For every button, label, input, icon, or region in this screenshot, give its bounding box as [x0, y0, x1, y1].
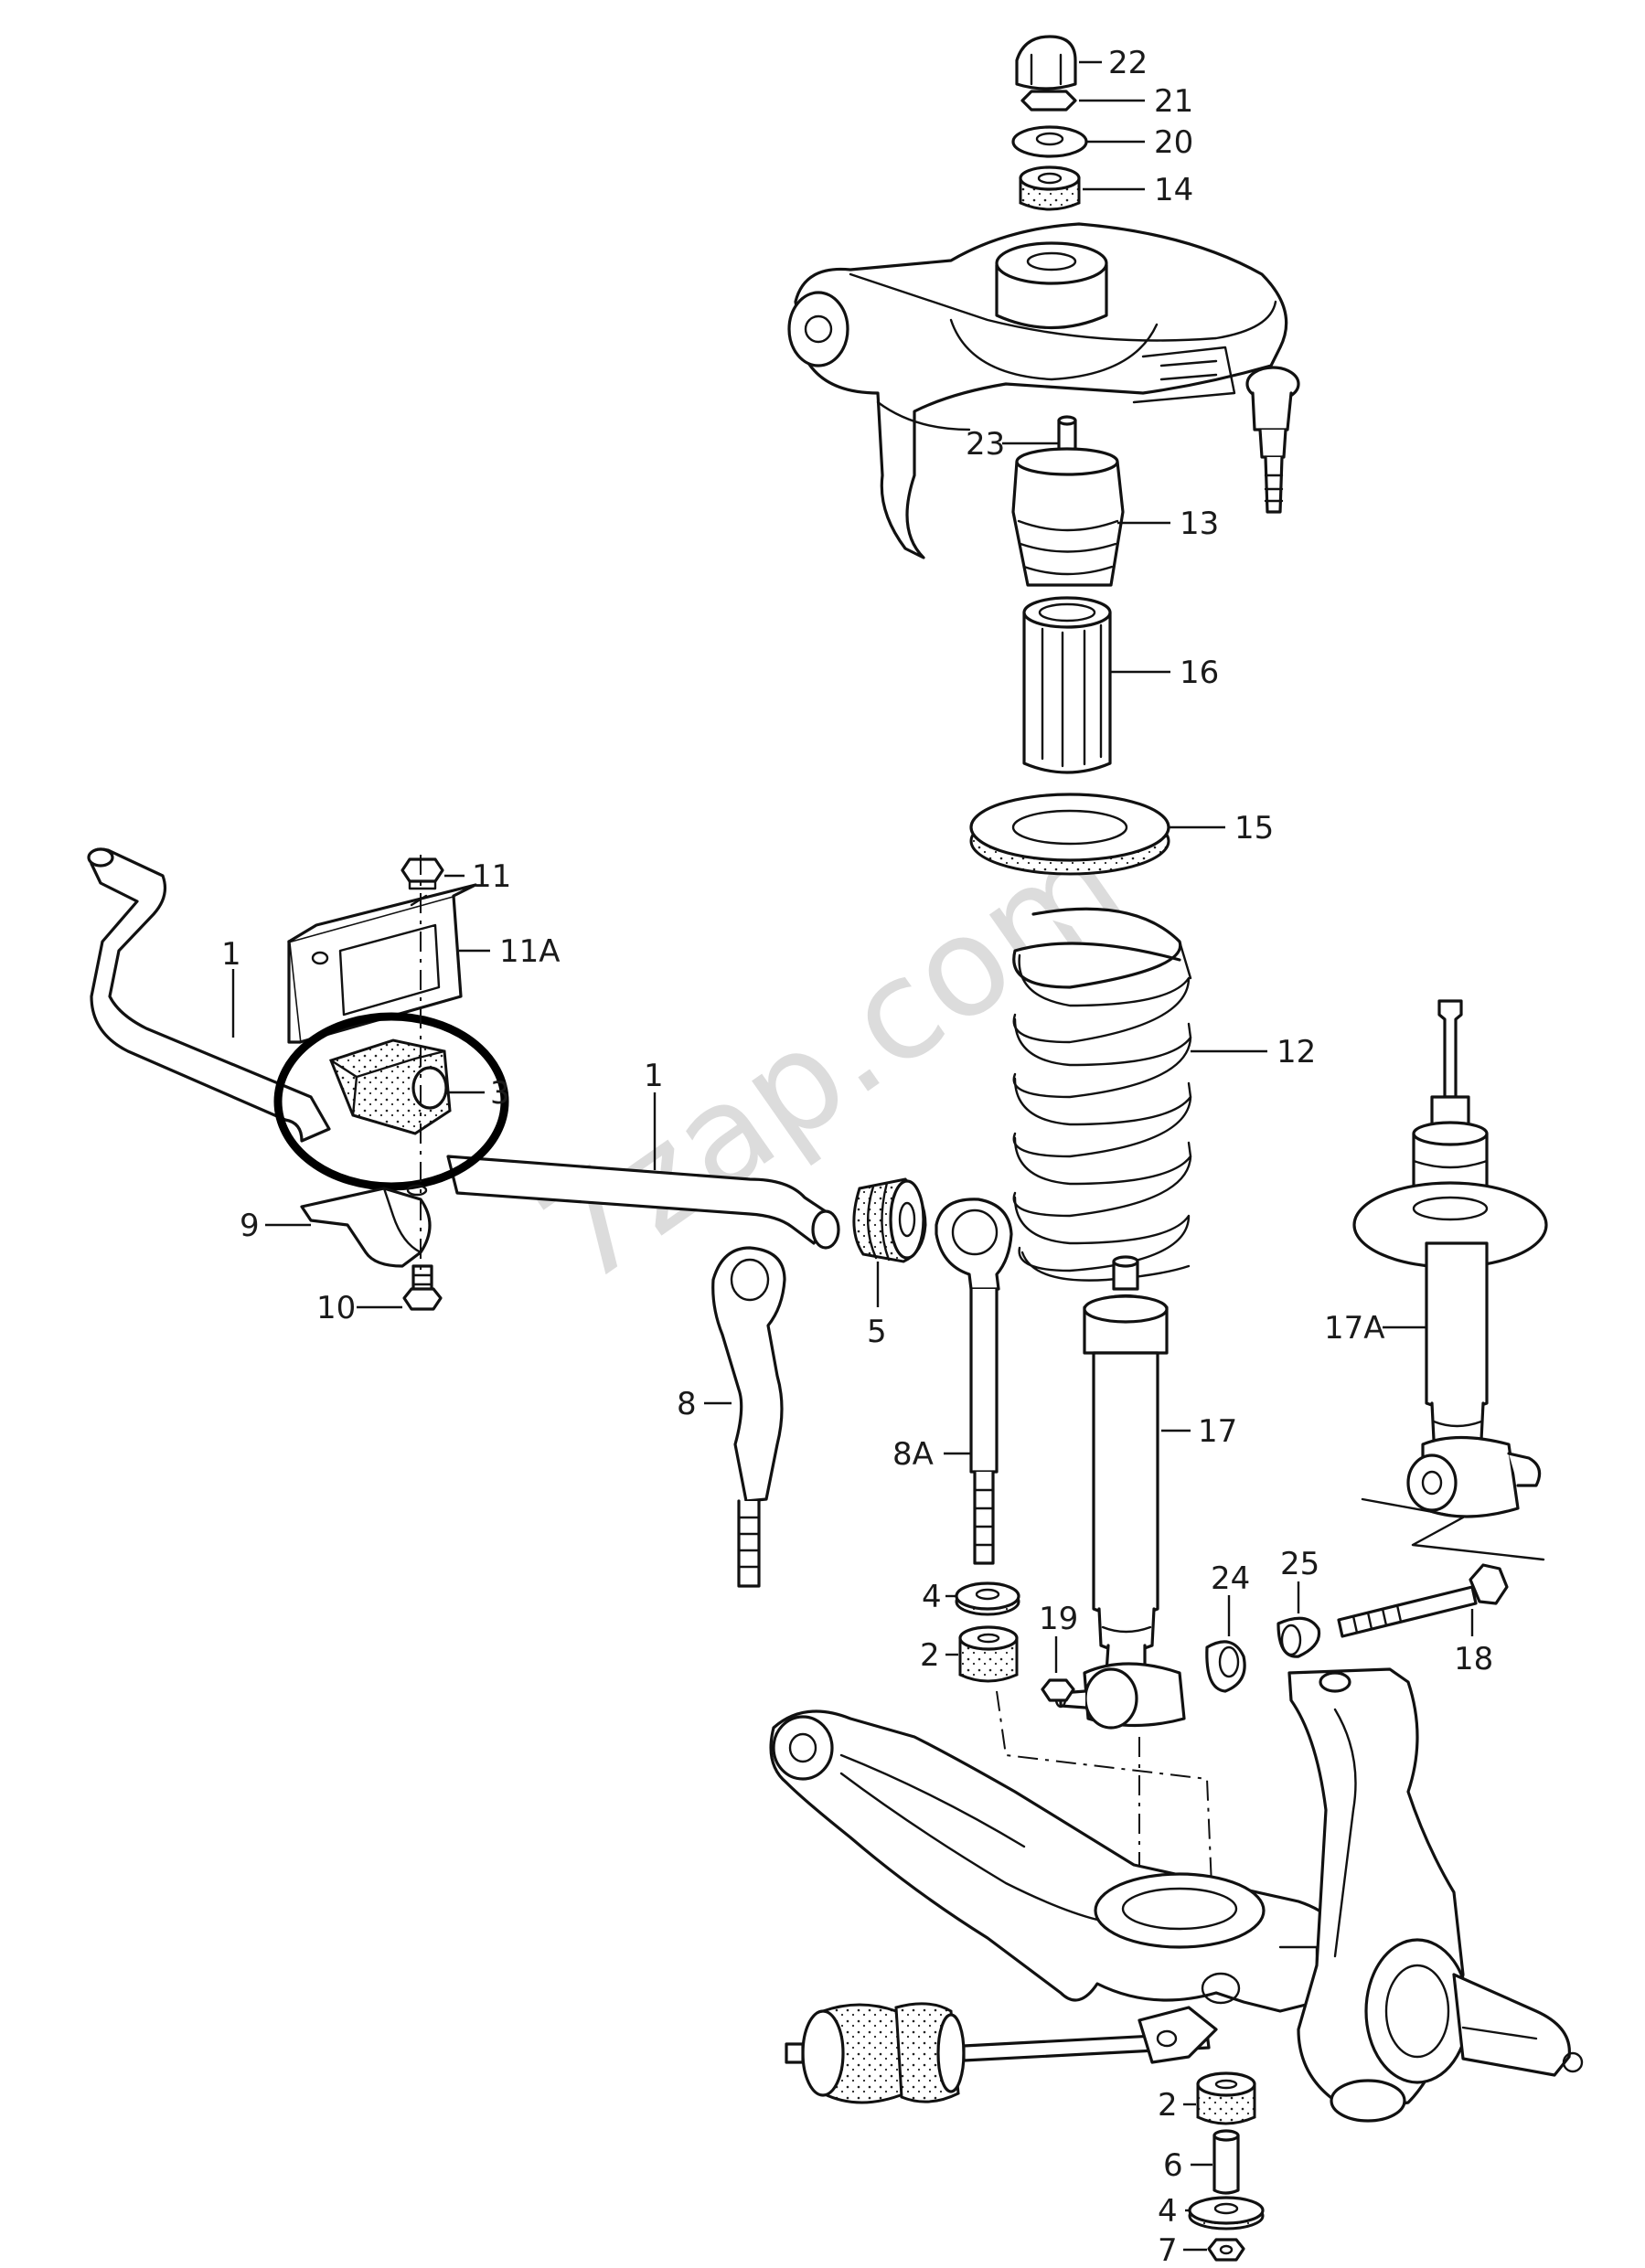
spring-pad-15 [969, 793, 1170, 876]
callout-14: 14 [1154, 172, 1193, 208]
callout-4-upper: 4 [922, 1579, 942, 1615]
highlight-circle [273, 1012, 509, 1191]
lower-control-arm [769, 1709, 1347, 2013]
bushing-5 [852, 1177, 927, 1263]
steering-knuckle [1287, 1667, 1584, 2123]
callout-3: 3 [490, 1075, 510, 1112]
clamp-strap-9 [300, 1184, 432, 1268]
callout-7: 7 [1158, 2232, 1178, 2268]
callout-labels: 22 21 20 14 23 13 16 15 11 11A 1 3 1 12 … [221, 45, 1493, 2268]
callout-17: 17 [1198, 1413, 1237, 1450]
callout-25: 25 [1280, 1546, 1319, 1582]
rubber-bushing-14 [1019, 165, 1081, 211]
callout-1-left: 1 [221, 936, 241, 973]
callout-17a: 17A [1324, 1310, 1385, 1347]
callout-13: 13 [1180, 506, 1219, 542]
bolt-18 [1337, 1563, 1509, 1638]
callout-16: 16 [1180, 655, 1219, 691]
callout-5: 5 [867, 1314, 887, 1350]
upper-control-arm [787, 222, 1288, 559]
sleeve-24 [1205, 1640, 1246, 1693]
nut-11 [401, 857, 444, 890]
stabilizer-link-8 [711, 1246, 786, 1588]
bushing-2-upper [958, 1625, 1019, 1683]
callout-4-lower: 4 [1158, 2193, 1178, 2230]
callout-23: 23 [966, 426, 1005, 463]
callout-15: 15 [1234, 810, 1274, 847]
callout-1-right: 1 [644, 1058, 664, 1094]
callout-11a: 11A [499, 933, 561, 970]
callout-21: 21 [1154, 83, 1193, 120]
callout-9: 9 [240, 1208, 260, 1244]
nut-7 [1207, 2238, 1245, 2262]
bolt-10 [402, 1264, 443, 1311]
callout-2-upper: 2 [920, 1637, 940, 1674]
callout-18: 18 [1454, 1641, 1493, 1677]
callout-24: 24 [1211, 1560, 1250, 1597]
strut-rod-bushing [785, 2002, 1218, 2104]
clamp-bracket-11a [287, 883, 477, 1044]
leader-lines [231, 60, 1474, 2252]
callout-2-lower: 2 [1158, 2087, 1178, 2124]
nut-21 [1020, 90, 1077, 112]
callout-8a: 8A [892, 1436, 934, 1473]
shock-absorber-17 [1054, 1255, 1186, 1730]
rubber-mount-3 [329, 1038, 452, 1135]
callout-20: 20 [1154, 124, 1193, 161]
cap-nut-22 [1015, 35, 1077, 91]
bushing-2-lower [1196, 2071, 1256, 2125]
callout-6: 6 [1163, 2147, 1183, 2184]
bump-stop-13 [1011, 447, 1125, 587]
washer-4-upper [955, 1581, 1020, 1616]
stabilizer-bar-1 [87, 847, 840, 1250]
callout-8: 8 [677, 1386, 697, 1422]
sleeve-6 [1212, 2129, 1240, 2195]
callout-22: 22 [1108, 45, 1148, 81]
callout-19: 19 [1039, 1601, 1078, 1637]
ball-joint-stud [1245, 366, 1300, 514]
callout-12: 12 [1276, 1034, 1316, 1070]
callout-10: 10 [316, 1290, 356, 1326]
shock-absorber-17a [1352, 999, 1548, 1561]
washer-20 [1011, 125, 1088, 158]
washer-4-lower [1188, 2196, 1265, 2231]
callout-11: 11 [472, 858, 511, 895]
dust-boot-16 [1022, 596, 1112, 774]
coil-spring-12 [1012, 907, 1192, 1282]
nut-19 [1041, 1678, 1075, 1702]
stabilizer-link-8a [935, 1198, 1013, 1565]
sleeve-25 [1276, 1616, 1321, 1658]
